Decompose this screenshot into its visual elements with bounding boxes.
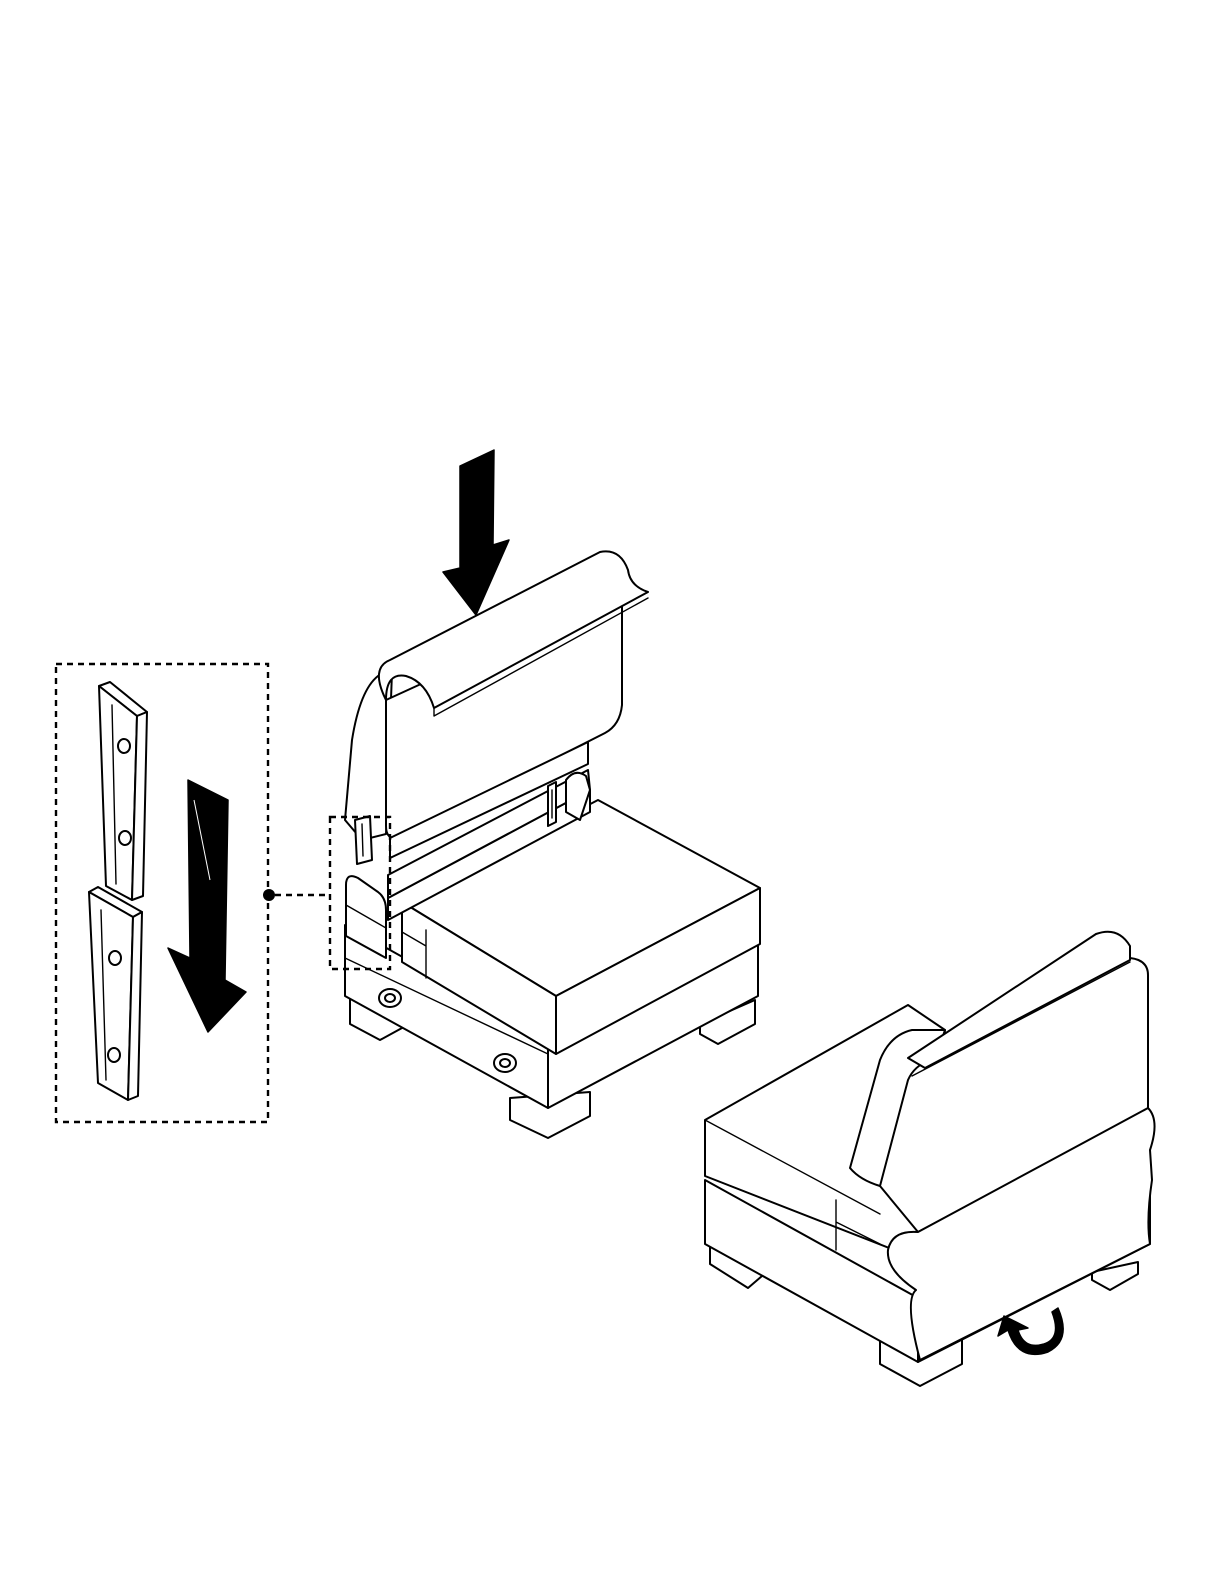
seat-module-rear [705,932,1155,1386]
backrest-bracket [355,816,372,864]
upper-bracket [99,682,147,900]
knob-icon [494,1054,516,1072]
knob-icon [379,989,401,1007]
down-arrow-icon [168,780,246,1032]
callout-dot-icon [263,889,275,901]
bracket-hole [118,739,130,753]
callout-leader [263,889,330,901]
bracket-hole [119,831,131,845]
lower-bracket [89,887,142,1100]
bracket-detail-callout [56,664,268,1122]
detail-frame [56,664,268,1122]
bracket-hole [109,951,121,965]
bracket-hole [108,1048,120,1062]
down-arrow-icon [443,450,509,615]
